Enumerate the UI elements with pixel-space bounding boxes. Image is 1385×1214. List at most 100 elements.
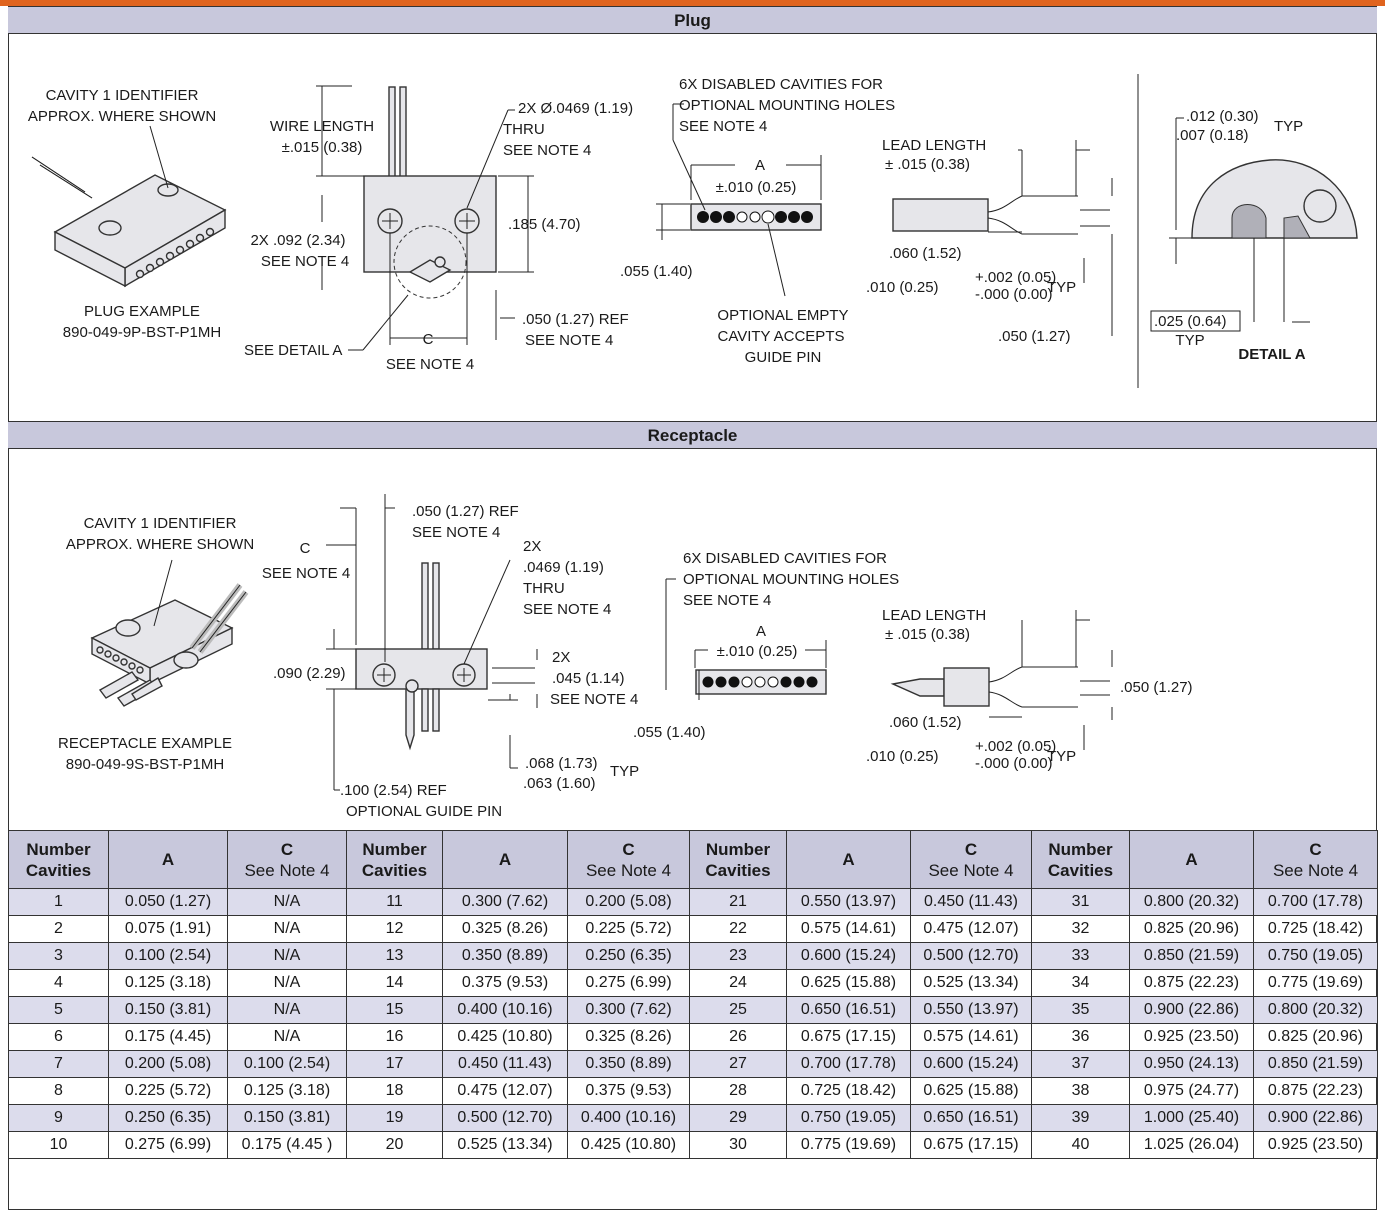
rec-pin-dia: .045 (1.14) (552, 670, 625, 687)
plug-front-view (316, 85, 534, 351)
table-cell: 0.400 (10.16) (442, 996, 568, 1024)
plug-empty-line2: CAVITY ACCEPTS (718, 328, 845, 345)
table-cell: 20 (346, 1131, 443, 1159)
table-cell: 0.800 (20.32) (1253, 996, 1378, 1024)
rec-ref-dim: .050 (1.27) REF (412, 503, 519, 520)
plug-side-view (892, 140, 1113, 336)
detail-typ: TYP (1274, 118, 1303, 135)
table-cell: 0.225 (5.72) (567, 915, 690, 943)
rec-height-dim: .090 (2.29) (273, 665, 346, 682)
rec-thickness-dim: .055 (1.40) (633, 724, 706, 741)
plug-section-header: Plug (8, 6, 1377, 34)
table-cell: 0.700 (17.78) (786, 1050, 911, 1078)
table-cell: 0.050 (1.27) (108, 888, 228, 916)
table-cell: 0.700 (17.78) (1253, 888, 1378, 916)
receptacle-front-view (326, 494, 538, 791)
table-cell: 22 (689, 915, 787, 943)
table-cell: 0.200 (5.08) (567, 888, 690, 916)
plug-empty-line3: GUIDE PIN (745, 349, 822, 366)
rec-disabled-line2: OPTIONAL MOUNTING HOLES (683, 571, 899, 588)
table-cell: N/A (227, 915, 347, 943)
table-cell: 0.200 (5.08) (108, 1050, 228, 1078)
rec-ref-note: SEE NOTE 4 (412, 524, 500, 541)
table-cell: N/A (227, 942, 347, 970)
table-cell: 0.675 (17.15) (786, 1023, 911, 1051)
plug-wire-length-tol: ±.015 (0.38) (282, 139, 363, 156)
table-cell: 0.750 (19.05) (786, 1104, 911, 1132)
table-cell: 12 (346, 915, 443, 943)
table-cell: 0.350 (8.89) (442, 942, 568, 970)
table-cell: 1.025 (26.04) (1129, 1131, 1254, 1159)
plug-a-dim: A (755, 157, 765, 174)
rec-lead-060: .060 (1.52) (889, 714, 962, 731)
plug-detail-a-callout: SEE DETAIL A (244, 342, 342, 359)
table-cell: 0.775 (19.69) (1253, 969, 1378, 997)
rec-a-dim: A (756, 623, 766, 640)
table-cell: 0.950 (24.13) (1129, 1050, 1254, 1078)
table-cell: 28 (689, 1077, 787, 1105)
table-cell: 0.350 (8.89) (567, 1050, 690, 1078)
table-cell: 39 (1031, 1104, 1130, 1132)
table-cell: 0.475 (12.07) (442, 1077, 568, 1105)
plug-hole-dia: 2X Ø.0469 (1.19) (518, 100, 633, 117)
plug-drawing: CAVITY 1 IDENTIFIER APPROX. WHERE SHOWN … (28, 74, 1358, 388)
table-cell: 0.125 (3.18) (108, 969, 228, 997)
table-cell: 35 (1031, 996, 1130, 1024)
table-cell: 0.975 (24.77) (1129, 1077, 1254, 1105)
detail-a-title: DETAIL A (1238, 346, 1305, 363)
table-cell: 0.875 (22.23) (1253, 1077, 1378, 1105)
table-cell: 0.225 (5.72) (108, 1077, 228, 1105)
table-cell: 36 (1031, 1023, 1130, 1051)
receptacle-drawing: CAVITY 1 IDENTIFIER APPROX. WHERE SHOWN … (58, 494, 1193, 820)
rec-guide-ref: .100 (2.54) REF (340, 782, 447, 799)
table-cell: 0.525 (13.34) (442, 1131, 568, 1159)
header-a: A (1129, 830, 1254, 889)
table-cell: 0.575 (14.61) (910, 1023, 1032, 1051)
table-cell: 0.375 (9.53) (442, 969, 568, 997)
receptacle-top-view (665, 578, 827, 700)
table-cell: 34 (1031, 969, 1130, 997)
table-cell: 0.100 (2.54) (108, 942, 228, 970)
plug-example-part: 890-049-9P-BST-P1MH (63, 324, 221, 341)
detail-typ2: TYP (1175, 332, 1204, 349)
table-cell: 0.150 (3.81) (227, 1104, 347, 1132)
table-cell: 0.800 (20.32) (1129, 888, 1254, 916)
rec-c-dim: C (300, 540, 311, 557)
table-cell: 0.725 (18.42) (786, 1077, 911, 1105)
rec-hole-thru: THRU (523, 580, 565, 597)
rec-c-note: SEE NOTE 4 (262, 565, 350, 582)
plug-ref-dim: .050 (1.27) REF (522, 311, 629, 328)
rec-example-label: RECEPTACLE EXAMPLE (58, 735, 232, 752)
table-cell: 11 (346, 888, 443, 916)
table-cell: 8 (8, 1077, 109, 1105)
plug-disabled-line1: 6X DISABLED CAVITIES FOR (679, 76, 883, 93)
table-cell: 0.325 (8.26) (442, 915, 568, 943)
table-cell: N/A (227, 1023, 347, 1051)
header-a: A (108, 830, 228, 889)
table-cell: 0.525 (13.34) (910, 969, 1032, 997)
table-cell: 38 (1031, 1077, 1130, 1105)
table-cell: 40 (1031, 1131, 1130, 1159)
plug-hole-note: SEE NOTE 4 (503, 142, 591, 159)
plug-height-dim: .185 (4.70) (508, 216, 581, 233)
table-cell: 0.425 (10.80) (567, 1131, 690, 1159)
rec-lead-050: .050 (1.27) (1120, 679, 1193, 696)
table-cell: 13 (346, 942, 443, 970)
table-cell: 33 (1031, 942, 1130, 970)
table-cell: 0.575 (14.61) (786, 915, 911, 943)
table-cell: N/A (227, 888, 347, 916)
plug-wire-length: WIRE LENGTH (270, 118, 374, 135)
